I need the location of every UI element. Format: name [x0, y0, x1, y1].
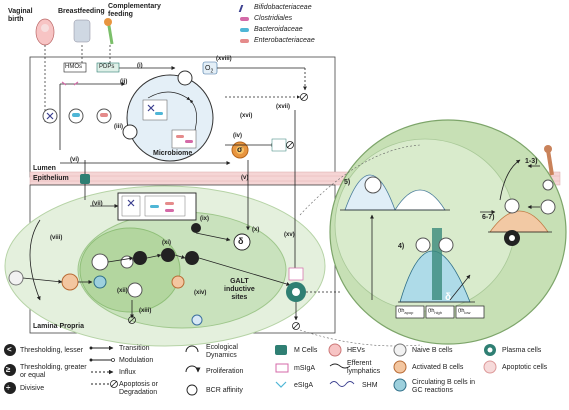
- o2-label: O2: [205, 65, 214, 75]
- step-5: 5): [344, 179, 351, 186]
- hmos-label: HMOs: [65, 64, 82, 70]
- label-ii: (ii): [120, 79, 128, 85]
- threshold-low: (thlow: [458, 308, 471, 316]
- legend-activated: Activated B cells: [412, 364, 464, 371]
- pdps-label: PDPs: [99, 64, 115, 70]
- clostridiales-icon: [240, 17, 249, 21]
- lumen-label: Lumen: [33, 165, 56, 172]
- legend-shm: SHM: [362, 382, 378, 389]
- threshold-high: (thhigh: [428, 308, 442, 316]
- legend-apoptotic: Apoptotic cells: [502, 364, 548, 371]
- enterobacteriaceae-icon: [240, 39, 249, 43]
- legend-naive: Naive B cells: [412, 347, 453, 354]
- microbiome-circle: [126, 74, 214, 162]
- legend-influx: Influx: [119, 369, 136, 376]
- sigma-label: σ: [237, 145, 243, 154]
- legend-apoptosis: Apoptosis or Degradation: [119, 381, 158, 396]
- label-xiv: (xiv): [194, 290, 207, 296]
- label-x: (x): [252, 227, 260, 233]
- label-xvii: (xvii): [276, 104, 291, 110]
- microbiome-label: Microbiome: [153, 150, 193, 157]
- label-i: (i): [137, 63, 143, 69]
- germinal-center: [79, 227, 181, 313]
- label-xii: (xii): [117, 288, 128, 294]
- lesser-icon: <: [7, 345, 12, 354]
- label-vi: (vi): [70, 157, 79, 163]
- legend-msiga: mSIgA: [294, 365, 316, 372]
- epithelium-label: Epithelium: [33, 175, 69, 182]
- label-viii: (viii): [50, 235, 63, 241]
- label-xi: (xi): [162, 240, 171, 246]
- delta-label-galt: δ: [238, 236, 244, 246]
- step-6-7: 6-7): [482, 214, 495, 221]
- label-v: (v): [241, 175, 249, 181]
- legend-hevs: HEVs: [347, 347, 365, 354]
- legend-circulating: Circulating B cells in GC reactions: [412, 379, 476, 394]
- legend-proliferation: Proliferation: [206, 368, 244, 375]
- label-vii: (vii): [92, 201, 103, 207]
- label-iii: (iii): [114, 124, 123, 130]
- legend-greater: Thresholding, greater or equal: [20, 364, 87, 379]
- divisive-icon: ÷: [6, 383, 11, 392]
- breastfeeding-label: Breastfeeding: [58, 8, 105, 15]
- label-iv: (iv): [233, 133, 242, 139]
- label-xiii: (xiii): [139, 308, 152, 314]
- legend-plasma: Plasma cells: [502, 347, 542, 354]
- legend-transition: Transition: [119, 345, 150, 352]
- legend-mcells: M Cells: [294, 347, 318, 354]
- threshold-apop: (thapop: [398, 308, 414, 316]
- legend-ecological: Ecological Dynamics: [206, 344, 238, 359]
- lamina-propria-label: Lamina Propria: [33, 323, 84, 330]
- greater-equal-icon: ≥: [6, 365, 11, 374]
- step-4: 4): [398, 243, 405, 250]
- legend-divisive: Divisive: [20, 385, 45, 392]
- legend-bcr: BCR affinity: [206, 387, 243, 394]
- label-xv: (xv): [284, 232, 295, 238]
- delta-label-lymph: δ: [445, 292, 452, 303]
- bacteroidaceae-icon: [240, 28, 249, 32]
- legend-esiga: eSIgA: [294, 382, 314, 389]
- step-1-3: 1-3): [525, 158, 538, 165]
- legend-efferent: Efferent lymphatics: [347, 360, 381, 375]
- legend-lesser: Thresholding, lesser: [20, 347, 84, 354]
- label-xviii: (xviii): [216, 56, 232, 62]
- legend-modulation: Modulation: [119, 357, 154, 364]
- output-curve: [489, 210, 549, 233]
- label-ix: (ix): [200, 216, 209, 222]
- label-xvi: (xvi): [240, 113, 253, 119]
